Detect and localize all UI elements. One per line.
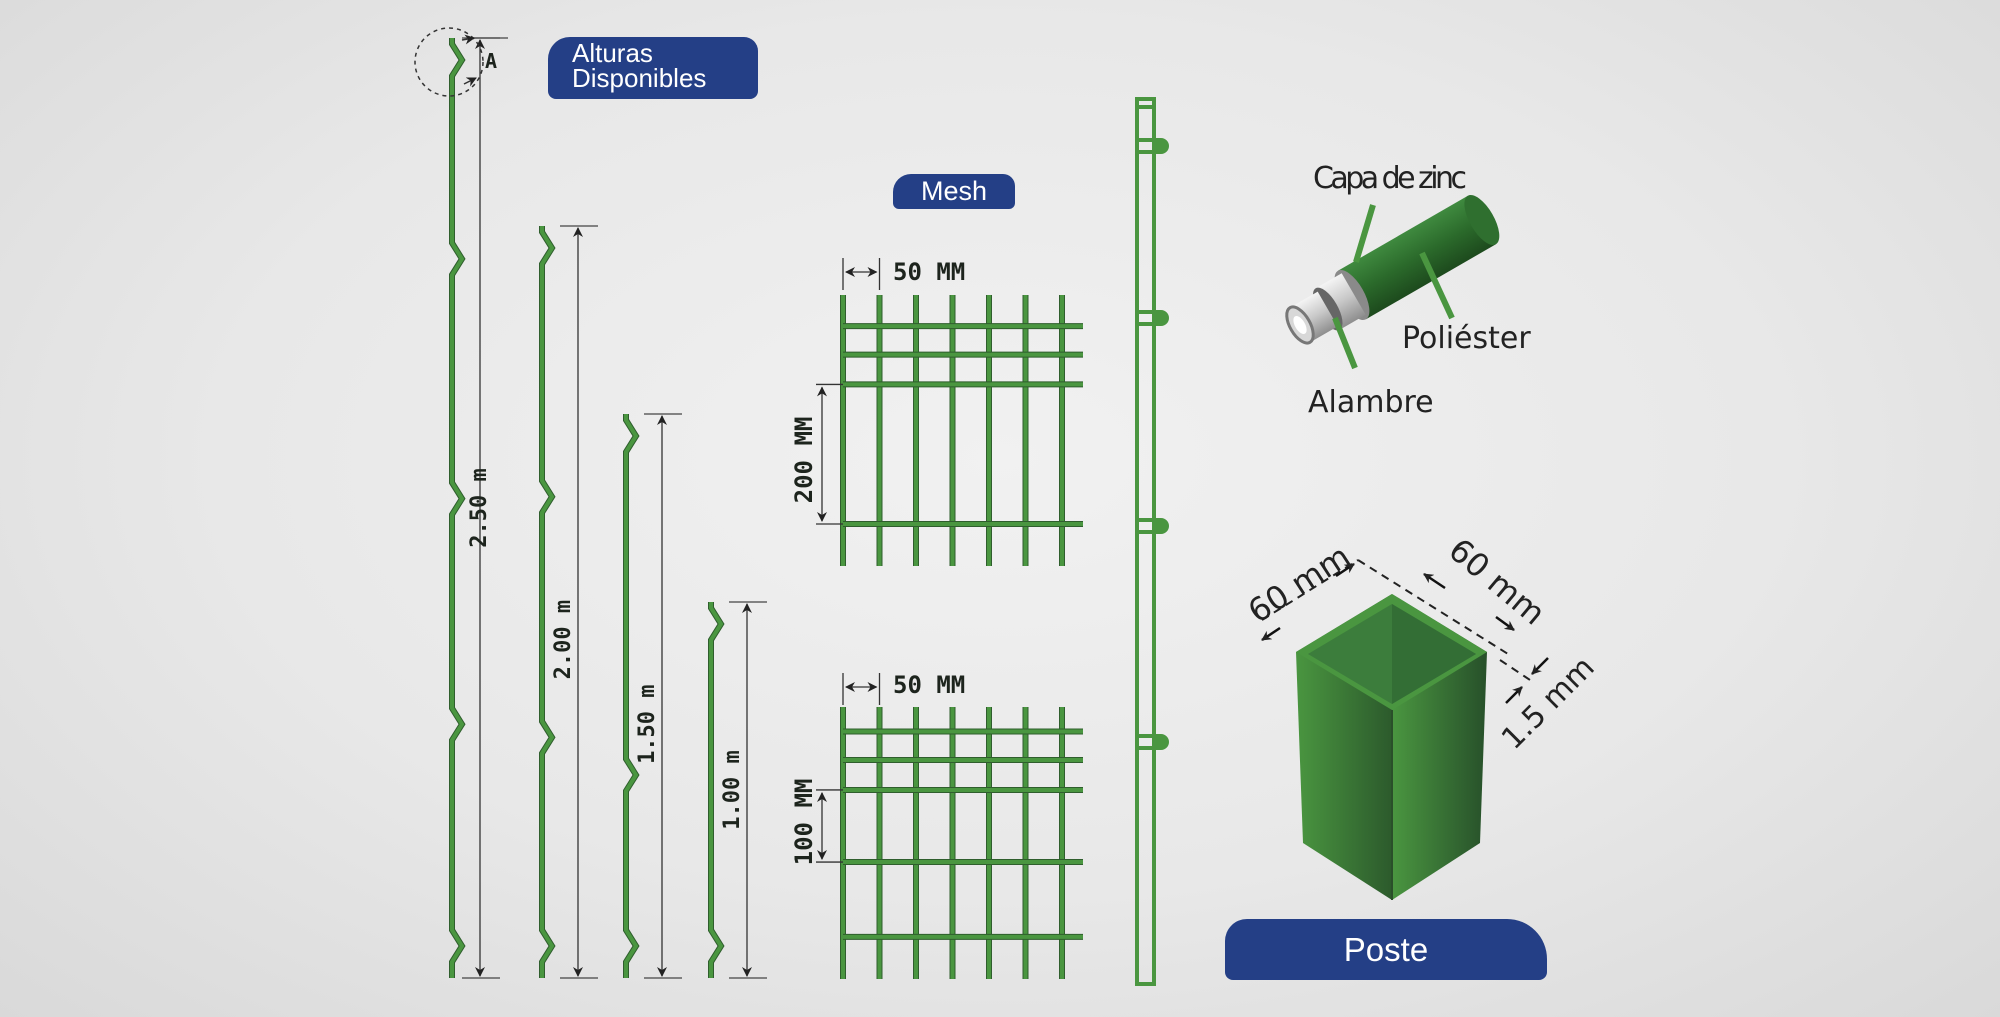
fence-wire: [450, 38, 465, 978]
mesh-panel-200mm: [816, 258, 1083, 566]
fence-wire: [540, 226, 555, 978]
fence-panel: 1.50 m: [623, 413, 682, 979]
mesh-bottom-height-label: 100 MM: [790, 779, 818, 866]
mesh-panel-100mm: [816, 673, 1083, 979]
fence-wire: [709, 602, 724, 978]
post-thickness-label: 1.5 mm: [1495, 650, 1602, 757]
post-clamp-bolt: [1156, 734, 1169, 750]
post-3d-view: 60 mm 60 mm 1.5 mm: [1241, 531, 1602, 900]
wire-cross-section: Capa de zinc Poliéster Alambre: [1285, 161, 1531, 420]
label-wire: Alambre: [1308, 385, 1434, 420]
post-clamp-bolt: [1156, 310, 1169, 326]
fence-panel: 2.50 m: [449, 37, 500, 979]
mesh-bottom-width-label: 50 MM: [893, 671, 965, 699]
post-clamp-bolt: [1156, 138, 1169, 154]
fence-height-label: 1.50 m: [635, 684, 660, 763]
alturas-title-badge: Alturas Disponibles: [548, 37, 758, 99]
fence-panel: 2.00 m: [539, 225, 598, 979]
label-polyester: Poliéster: [1402, 321, 1531, 356]
mesh-top-width-label: 50 MM: [893, 258, 965, 286]
fence-panel: 1.00 m: [708, 601, 767, 979]
poste-title-badge: Poste: [1225, 919, 1547, 980]
post-clamp-bolt: [1156, 518, 1169, 534]
label-zinc-layer: Capa de zinc: [1313, 161, 1467, 196]
fence-height-label: 1.00 m: [720, 750, 745, 829]
mesh-top-height-label: 200 MM: [790, 417, 818, 504]
mesh-title-badge: Mesh: [893, 174, 1015, 209]
detail-marker: A: [485, 49, 497, 73]
post-side-view: [1135, 97, 1169, 986]
fence-wire: [624, 414, 639, 978]
fence-panels: 2.50 m 2.00 m 1.50 m 1.00 m: [449, 37, 767, 979]
detail-a-callout: A: [414, 27, 508, 97]
fence-height-label: 2.50 m: [467, 468, 492, 547]
fence-height-label: 2.00 m: [551, 600, 576, 679]
post-side-a-label: 60 mm: [1241, 537, 1357, 631]
